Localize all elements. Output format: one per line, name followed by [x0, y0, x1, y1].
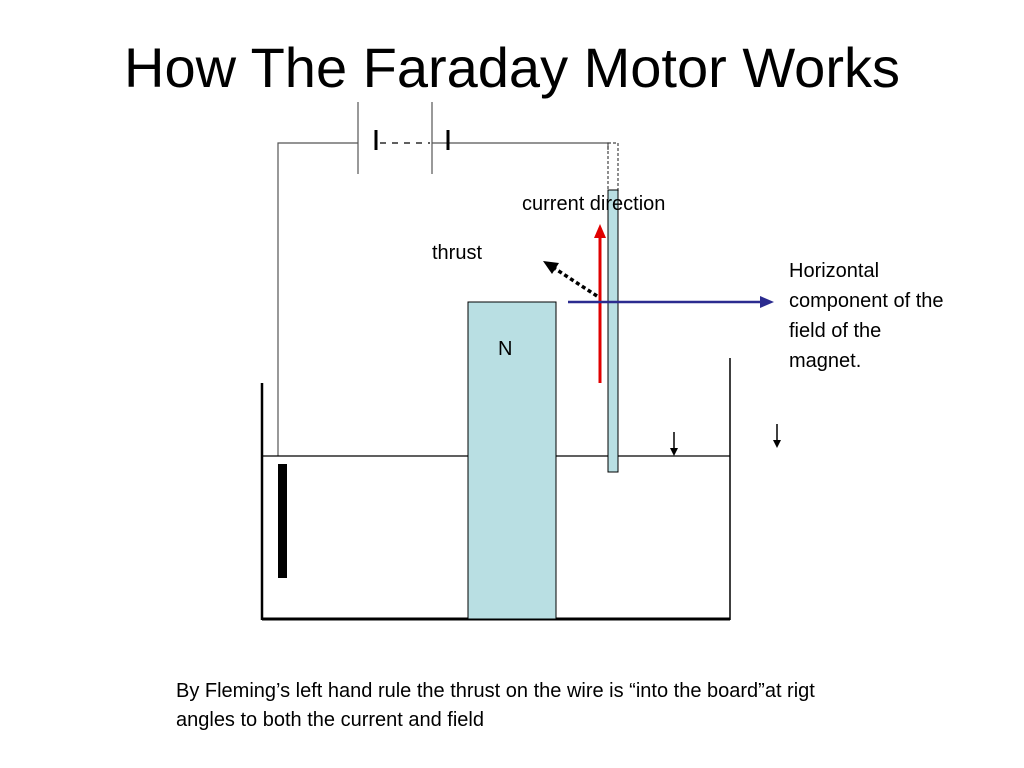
circuit-wire	[277, 142, 619, 456]
field-component-label: Horizontal component of the field of the…	[789, 260, 944, 372]
field-direction-arrow	[568, 296, 774, 308]
magnet	[467, 301, 557, 620]
slide-caption: By Fleming’s left hand rule the thrust o…	[176, 680, 815, 731]
level-arrows	[670, 424, 781, 456]
wire-top-dotted	[607, 142, 619, 192]
hanging-wire	[607, 189, 619, 473]
thrust-arrow-head	[543, 261, 559, 274]
thrust-arrow	[543, 261, 598, 298]
thrust-label: thrust	[432, 242, 483, 264]
electrode	[278, 464, 287, 578]
magnet-pole-label: N	[498, 338, 513, 360]
circuit-wire-left	[277, 142, 358, 456]
slide-title: How The Faraday Motor Works	[124, 36, 900, 99]
current-direction-label: current direction	[522, 193, 666, 215]
current-direction-arrow	[594, 224, 606, 383]
circuit-wire-right	[432, 142, 609, 150]
battery-symbol	[357, 102, 450, 174]
field-arrow-head	[760, 296, 774, 308]
current-arrow-head	[594, 224, 606, 238]
